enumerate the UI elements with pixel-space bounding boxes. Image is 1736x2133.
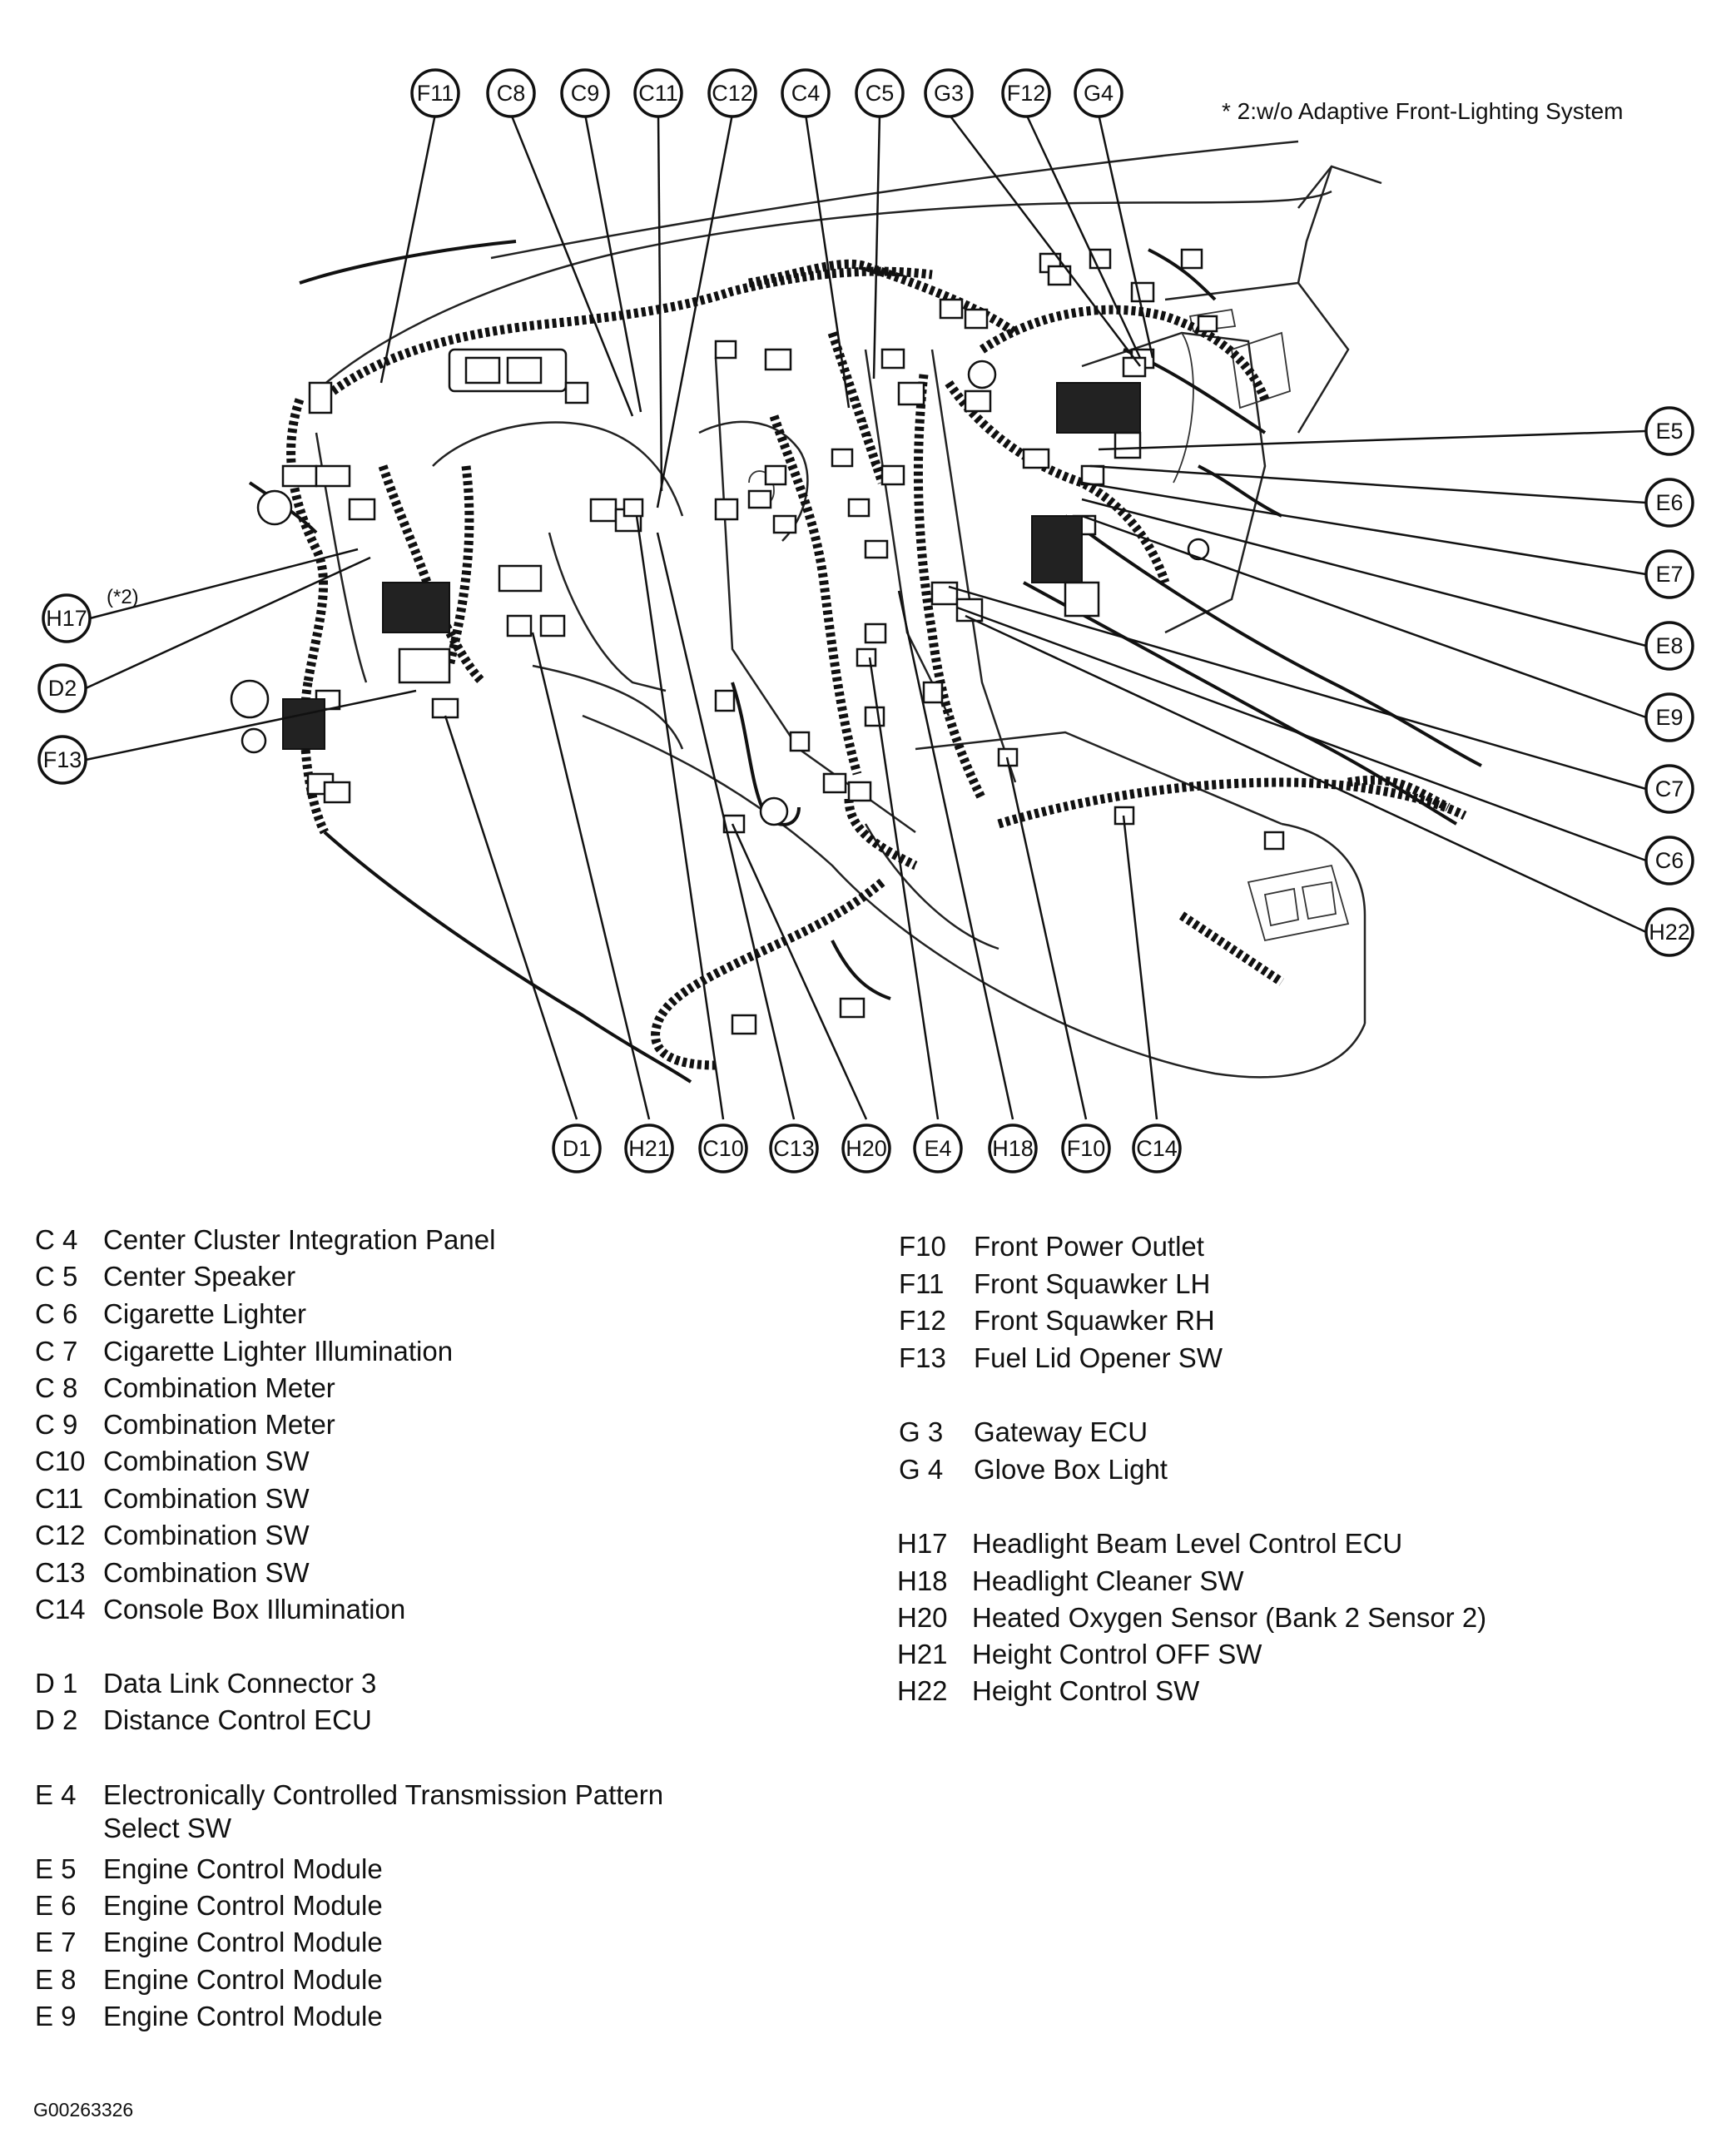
callout-label-e5: E5 [1655, 419, 1683, 444]
callout-c8: C8 [486, 68, 536, 118]
callout-label-e9: E9 [1655, 705, 1683, 730]
callout-label-c12: C12 [712, 81, 753, 106]
callout-h18: H18 [988, 1124, 1038, 1173]
callout-f10: F10 [1061, 1124, 1111, 1173]
callout-label-h20: H20 [846, 1136, 887, 1161]
callout-label-c11: C11 [638, 81, 678, 106]
callout-e8: E8 [1644, 621, 1694, 671]
callout-label-e8: E8 [1655, 633, 1683, 658]
callout-label-f13: F13 [43, 747, 82, 772]
callout-label-c4: C4 [791, 81, 821, 106]
callout-label-h17: H17 [46, 606, 87, 631]
callout-label-d2: D2 [48, 676, 77, 701]
callout-label-e6: E6 [1655, 490, 1683, 515]
callout-label-e4: E4 [924, 1136, 951, 1161]
callout-c12: C12 [707, 68, 757, 118]
callout-label-c6: C6 [1655, 848, 1684, 873]
callout-e6: E6 [1644, 478, 1694, 528]
callout-f13: F13 [37, 735, 87, 785]
callout-label-h18: H18 [992, 1136, 1034, 1161]
callout-label-c10: C10 [702, 1136, 744, 1161]
callout-c5: C5 [855, 68, 905, 118]
callout-e4: E4 [913, 1124, 963, 1173]
callout-d2: D2 [37, 663, 87, 713]
callout-d1: D1 [552, 1124, 602, 1173]
connectors [230, 248, 1285, 1035]
callout-label-f12: F12 [1007, 81, 1046, 106]
callout-c4: C4 [781, 68, 831, 118]
footnote-text: * 2:w/o Adaptive Front-Lighting System [1222, 98, 1624, 124]
thin-wires [248, 240, 1482, 1084]
callout-label-g3: G3 [934, 81, 964, 106]
callout-c6: C6 [1644, 836, 1694, 885]
callout-c9: C9 [560, 68, 610, 118]
callout-note-h17: (*2) [107, 586, 139, 608]
callout-e9: E9 [1644, 692, 1694, 742]
callout-c13: C13 [769, 1124, 819, 1173]
callout-label-h22: H22 [1649, 920, 1690, 945]
callout-label-g4: G4 [1084, 81, 1114, 106]
callout-label-c8: C8 [497, 81, 526, 106]
callout-h20: H20 [841, 1124, 891, 1173]
callout-label-c9: C9 [571, 81, 600, 106]
callout-label-h21: H21 [628, 1136, 670, 1161]
leader-lines [85, 113, 1647, 1120]
callout-g4: G4 [1074, 68, 1123, 118]
figure-id: G00263326 [33, 2099, 134, 2121]
callout-f12: F12 [1001, 68, 1051, 118]
callout-g3: G3 [924, 68, 974, 118]
callout-h17: H17 [42, 593, 92, 643]
callout-e5: E5 [1644, 406, 1694, 456]
callout-c7: C7 [1644, 764, 1694, 814]
callout-label-d1: D1 [563, 1136, 592, 1161]
callout-label-c5: C5 [866, 81, 895, 106]
callout-label-c14: C14 [1136, 1136, 1178, 1161]
callout-c10: C10 [698, 1124, 748, 1173]
callout-c14: C14 [1132, 1124, 1182, 1173]
callout-e7: E7 [1644, 549, 1694, 599]
callout-h22: H22 [1644, 907, 1694, 957]
callout-label-c7: C7 [1655, 776, 1684, 801]
callout-c11: C11 [633, 68, 683, 118]
callout-h21: H21 [624, 1124, 674, 1173]
callout-label-f11: F11 [417, 81, 454, 106]
callout-label-c13: C13 [773, 1136, 815, 1161]
wiring-harness-diagram: F11 C8 C9 C11 C12 C4 C5 G3 F12 G4 E5 E6 … [37, 68, 1694, 1173]
callout-label-f10: F10 [1067, 1136, 1106, 1161]
callout-f11: F11 [410, 68, 460, 118]
callouts: F11 C8 C9 C11 C12 C4 C5 G3 F12 G4 E5 E6 … [37, 68, 1694, 1173]
callout-label-e7: E7 [1655, 562, 1683, 587]
